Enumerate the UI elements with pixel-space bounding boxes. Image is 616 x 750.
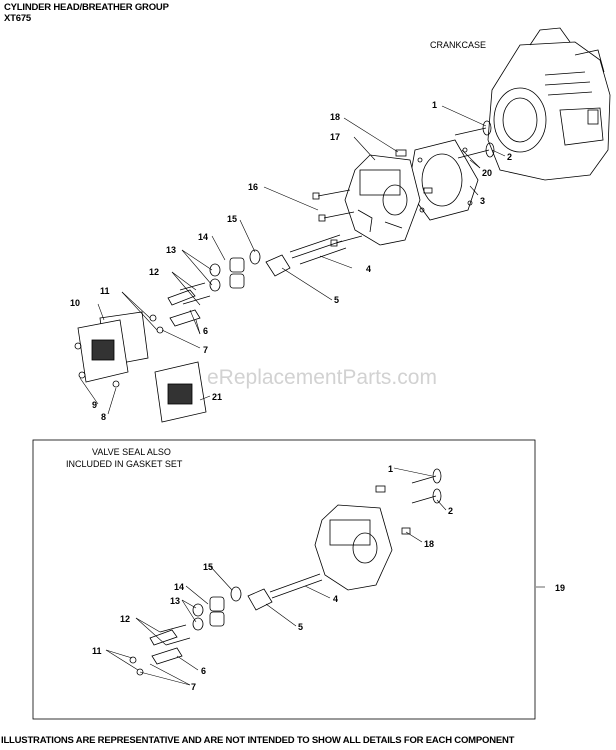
push-rods-bottom	[269, 573, 323, 599]
diagram-title: CYLINDER HEAD/BREATHER GROUP	[4, 2, 169, 13]
leader-lines	[79, 105, 545, 686]
valve-set-bottom	[375, 468, 442, 535]
callout-15-top: 15	[227, 214, 237, 224]
callout-18-top: 18	[330, 112, 340, 122]
callout-11-bottom: 11	[92, 646, 102, 656]
callout-20: 20	[482, 168, 492, 178]
callout-12-top: 12	[149, 267, 159, 277]
callout-2-bottom: 2	[448, 506, 453, 516]
push-rods-top	[289, 234, 347, 265]
callout-6-bottom: 6	[201, 666, 206, 676]
callout-numbers: 1 2 3 4 5 6 7 8 9 10 11 12 13 14 15 16 1…	[70, 100, 565, 692]
rocker-arms-bottom	[129, 624, 191, 676]
callout-19: 19	[555, 583, 565, 593]
valve-springs-bottom	[192, 586, 242, 631]
cylinder-head-bottom	[314, 504, 393, 591]
callout-7-bottom: 7	[191, 682, 196, 692]
callout-4-bottom: 4	[333, 594, 338, 604]
guide-plate-top	[265, 254, 291, 277]
callout-8: 8	[101, 412, 106, 422]
rocker-arms-top	[149, 282, 211, 334]
note-line-1: VALVE SEAL ALSO	[92, 447, 171, 457]
callout-17: 17	[330, 132, 340, 142]
callout-5-bottom: 5	[298, 622, 303, 632]
valve-set-top	[454, 120, 495, 159]
callout-10: 10	[70, 298, 80, 308]
gasket-kit-box	[32, 439, 536, 720]
callout-3: 3	[480, 196, 485, 206]
valve-springs-top	[209, 249, 261, 292]
callout-13-top: 13	[166, 245, 176, 255]
callout-7-top: 7	[203, 345, 208, 355]
breather-cover	[154, 361, 207, 423]
callout-12-bottom: 12	[120, 614, 130, 624]
callout-21: 21	[212, 392, 222, 402]
callout-4-top: 4	[366, 264, 371, 274]
valve-cover-assembly	[74, 311, 149, 388]
callout-9: 9	[92, 400, 97, 410]
cylinder-head-top	[344, 154, 421, 246]
callout-18-bottom: 18	[424, 539, 434, 549]
callout-6-top: 6	[203, 326, 208, 336]
callout-14-bottom: 14	[174, 582, 184, 592]
callout-16: 16	[248, 182, 258, 192]
crankcase-label: CRANKCASE	[430, 40, 487, 50]
callout-11-top: 11	[100, 286, 110, 296]
model-number: XT675	[4, 13, 31, 24]
watermark: eReplacementParts.com	[207, 366, 437, 389]
callout-15-bottom: 15	[203, 562, 213, 572]
guide-plate-bottom	[247, 588, 273, 611]
callout-1-bottom: 1	[388, 464, 393, 474]
dowel-pin-top	[395, 149, 407, 157]
callout-5-top: 5	[334, 295, 339, 305]
callout-2-top: 2	[507, 152, 512, 162]
callout-14-top: 14	[198, 232, 208, 242]
note-line-2: INCLUDED IN GASKET SET	[66, 459, 183, 469]
head-gasket	[407, 139, 479, 221]
footer-disclaimer: ILLUSTRATIONS ARE REPRESENTATIVE AND ARE…	[1, 735, 515, 746]
callout-1-top: 1	[432, 100, 437, 110]
callout-13-bottom: 13	[170, 596, 180, 606]
crankcase-illustration	[487, 27, 611, 181]
